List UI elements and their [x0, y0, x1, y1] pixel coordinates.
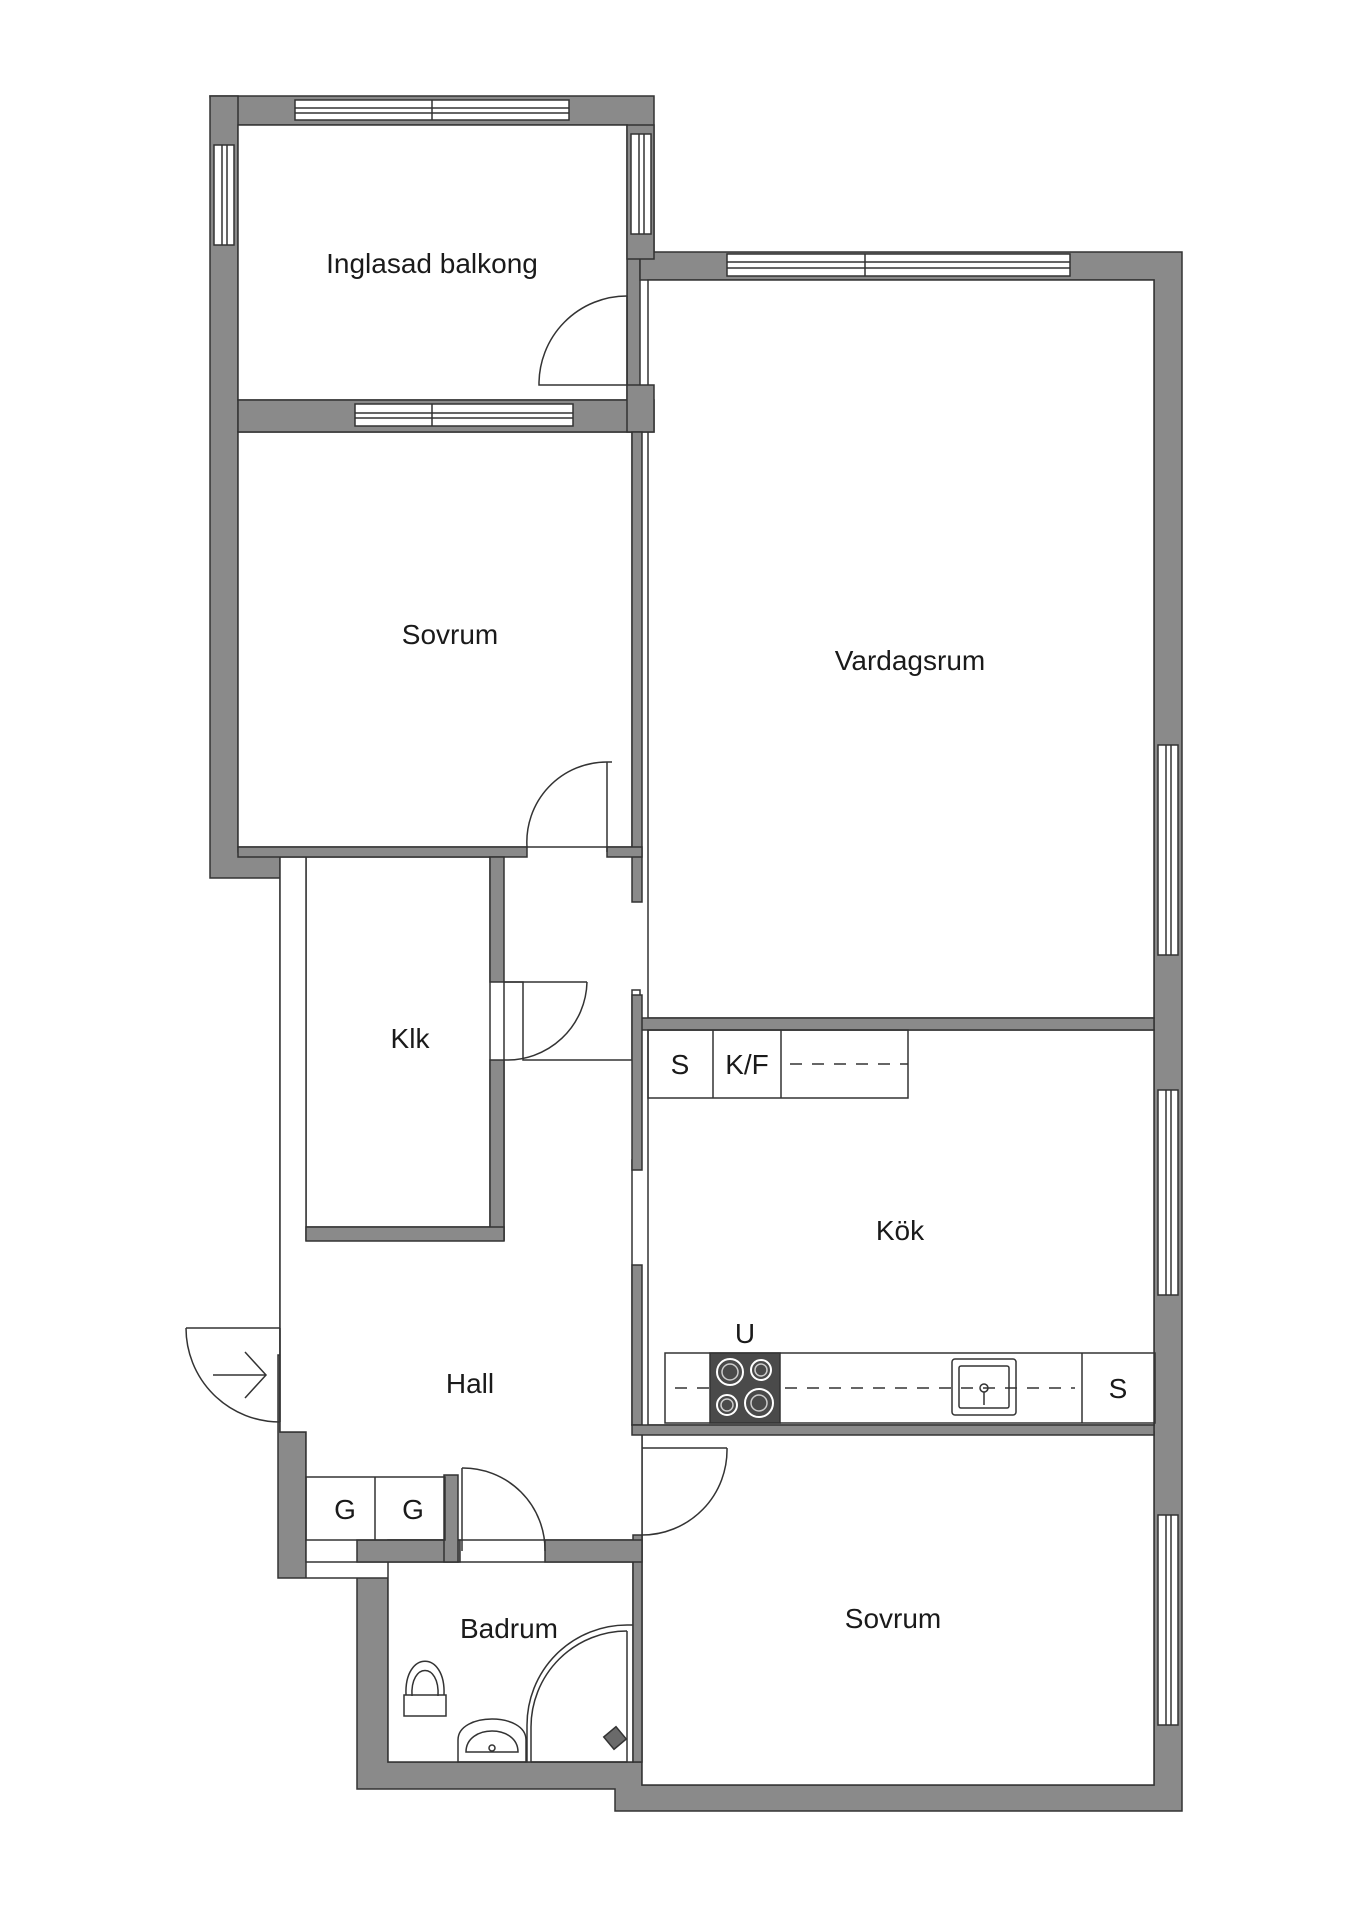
wall-hall-bath-right	[544, 1539, 643, 1563]
door-bedroom-bottom[interactable]	[641, 1447, 728, 1536]
label-wardrobe-1: G	[334, 1494, 356, 1525]
bedroom-bottom-floor	[641, 1431, 1155, 1786]
label-hall: Hall	[446, 1368, 494, 1399]
kitchen-upper-counter	[647, 1029, 909, 1099]
label-bathroom: Badrum	[460, 1613, 558, 1644]
entrance-door[interactable]	[185, 1327, 281, 1423]
label-wardrobe-2: G	[402, 1494, 424, 1525]
window-living-right	[1157, 744, 1179, 956]
label-stove: U	[735, 1318, 755, 1349]
kitchen-sink-icon	[951, 1358, 1017, 1416]
room-labels: Inglasad balkong Sovrum Vardagsrum Klk K…	[326, 248, 985, 1644]
door-closet[interactable]	[503, 981, 588, 1061]
shower-icon	[526, 1624, 633, 1763]
wall-living-kitchen	[639, 1017, 1155, 1031]
kitchen-floor	[647, 1029, 1155, 1426]
washbasin-icon	[457, 1718, 527, 1763]
wall-balcony-east-lower	[626, 384, 655, 433]
window-bedroom-top	[354, 403, 574, 427]
wall-bath-bedroom	[632, 1534, 643, 1763]
wardrobes	[305, 1476, 446, 1541]
label-living-room: Vardagsrum	[835, 645, 985, 676]
label-balcony: Inglasad balkong	[326, 248, 538, 279]
wall-closet-bottom	[305, 1226, 505, 1242]
door-bathroom[interactable]	[461, 1467, 546, 1552]
kitchen-fixtures	[647, 1029, 1156, 1424]
door-bedroom-top[interactable]	[526, 761, 612, 852]
wall-closet-right-lower	[489, 1059, 505, 1241]
label-fridge-freezer: K/F	[725, 1049, 769, 1080]
wall-bedroom-living	[631, 431, 643, 903]
window-bedroom-bottom-right	[1157, 1514, 1179, 1726]
window-balcony-left	[213, 144, 235, 246]
balcony-floor	[237, 124, 628, 401]
bathroom-fixtures	[403, 1624, 633, 1763]
wall-bedroom-bottom	[237, 846, 528, 858]
window-kitchen-right	[1157, 1089, 1179, 1296]
fixture-labels: S K/F U S G G	[334, 1049, 1127, 1525]
label-kitchen-s-bottom: S	[1109, 1373, 1128, 1404]
doors	[185, 295, 728, 1552]
living-room-floor	[647, 279, 1155, 1019]
wall-wardrobe-right	[443, 1474, 459, 1563]
windows	[213, 99, 1179, 1726]
room-floors	[237, 124, 1155, 1786]
stove-icon	[709, 1352, 781, 1424]
entrance-arrow-icon	[213, 1351, 268, 1399]
door-balcony[interactable]	[538, 295, 628, 386]
label-kitchen: Kök	[876, 1215, 925, 1246]
window-balcony-right	[630, 133, 652, 235]
closet-floor	[305, 856, 491, 1228]
wall-kitchen-bedroom	[631, 1424, 1155, 1436]
label-bedroom-bottom: Sovrum	[845, 1603, 941, 1634]
wall-closet-right	[489, 856, 505, 983]
label-bedroom-top: Sovrum	[402, 619, 498, 650]
label-closet: Klk	[391, 1023, 431, 1054]
window-living-top	[726, 253, 1071, 277]
toilet-icon	[403, 1660, 447, 1717]
wall-bedroom-bottom-right	[606, 846, 643, 858]
wall-kitchen-stub-top	[631, 994, 643, 1171]
label-kitchen-s-top: S	[671, 1049, 690, 1080]
wall-kitchen-stub-mid	[631, 1264, 643, 1426]
window-balcony-top	[294, 99, 570, 121]
